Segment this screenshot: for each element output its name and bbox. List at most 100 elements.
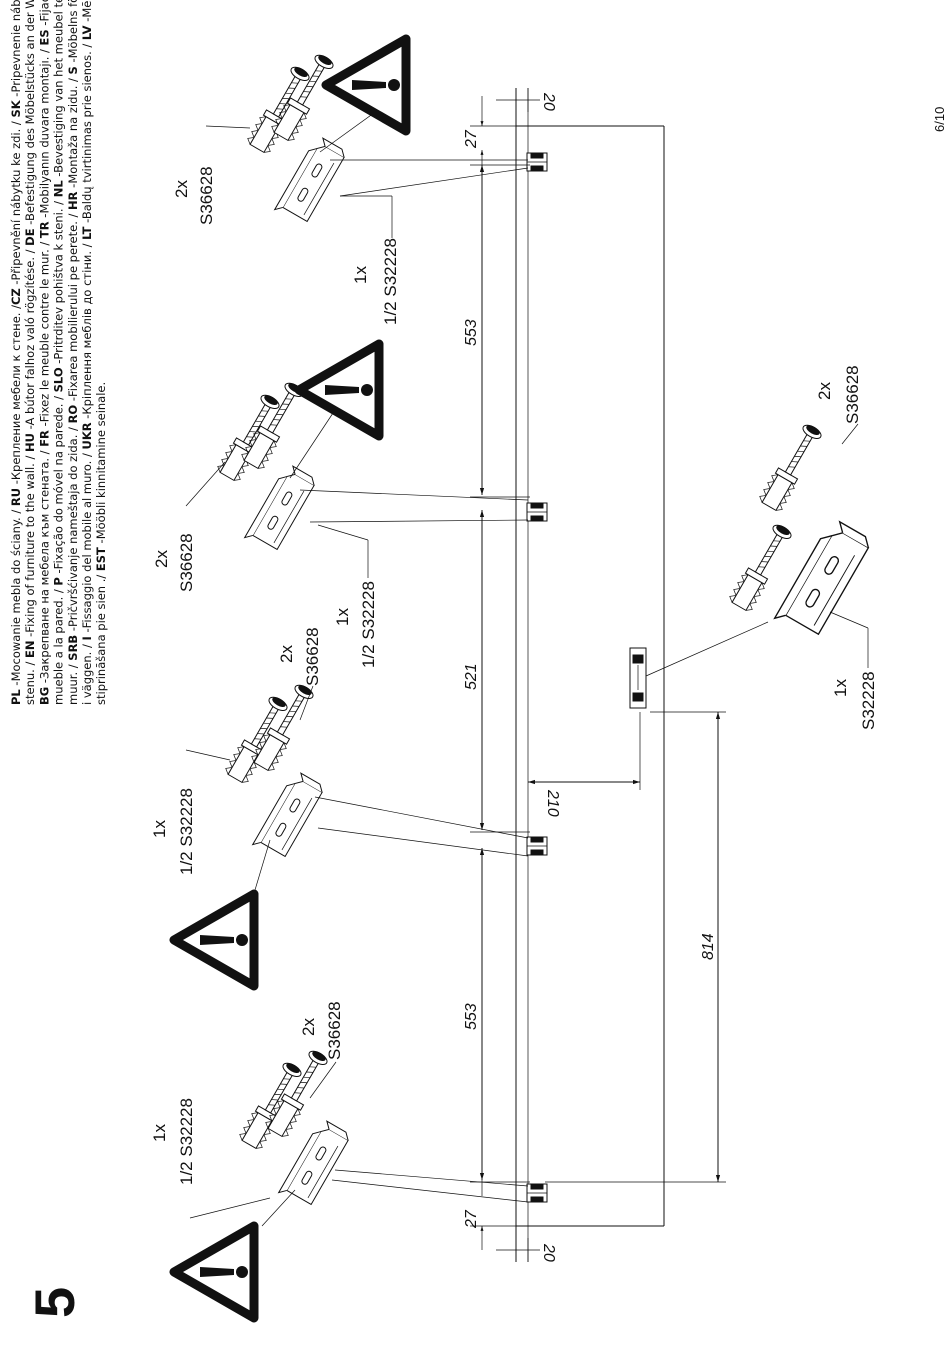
language-code: TR (37, 221, 51, 238)
instruction-text: -Pričvršćivanje nameštaja do zida. / (66, 423, 80, 634)
b1-dowel-code: S36628 (197, 166, 216, 225)
instruction-text: mueble a la pared. / (52, 586, 66, 705)
instruction-text: -Mobilyanın duvara montajı. / (37, 45, 51, 221)
instruction-text: -Bevestiging van het meubel tegen de (52, 0, 66, 180)
instruction-text: -Fixing of furniture to the wall. / (23, 452, 37, 641)
b4-dowel-code: S36628 (325, 1001, 344, 1060)
center-dowel-qty: 2x (815, 382, 834, 400)
step-number: 5 (23, 1287, 86, 1318)
b2-bracket-code: 1/2 S32228 (359, 581, 378, 668)
instruction-line: muur. / SRB -Pričvršćivanje nameštaja do… (66, 0, 80, 705)
instruction-text: -Закрепване на мебела към стената. / (37, 447, 51, 687)
instruction-line: stenu. / EN -Fixing of furniture to the … (23, 0, 37, 705)
page-number: 6/10 (932, 107, 947, 132)
language-code: PL (9, 689, 23, 705)
instruction-text: -Fixação do móvel na parede. / (52, 392, 66, 577)
center-dowel-code: S36628 (843, 365, 862, 424)
bracket-assembly-4 (189, 1046, 529, 1227)
instruction-text: -Pripevnenie nábytku na (9, 0, 23, 100)
language-code: NL (52, 180, 66, 198)
cabinet-bracket-top (526, 152, 548, 172)
warning-icon-1 (326, 39, 406, 131)
instruction-text: -Befestigung des Möbelstücks an der Wand… (23, 0, 37, 228)
bracket-assembly-3 (185, 680, 529, 891)
instruction-text: i väggen. / (80, 640, 94, 705)
language-code: LT (80, 226, 94, 239)
instruction-text: -Mēbeļa (80, 0, 94, 25)
dim-814: 814 (700, 933, 717, 960)
instruction-text: stiprināšana pie sien ./ (94, 571, 108, 705)
language-code: FR (37, 430, 51, 447)
b1-bracket-code: 1/2 S32228 (381, 238, 400, 325)
language-code: SK (9, 99, 23, 117)
instruction-line: BG -Закрепване на мебела към стената. / … (37, 0, 51, 705)
language-code: HR (66, 191, 80, 210)
dim-27-top: 27 (463, 129, 480, 149)
b1-dowel-qty: 2x (172, 180, 191, 198)
instruction-text: -Fixez le meuble contre le mur. / (37, 238, 51, 430)
language-code: UKR (80, 422, 94, 449)
instruction-text: -Připevnění nábytku ke zdi. / (9, 118, 23, 289)
warning-icon-2 (299, 344, 379, 436)
instruction-text: -Montaža na zidu. / (66, 74, 80, 191)
dim-210: 210 (544, 789, 561, 817)
warning-icon-3 (174, 894, 254, 986)
b3-bracket-qty: 1x (150, 820, 169, 838)
dim-553-top: 553 (463, 319, 480, 346)
instruction-line: stiprināšana pie sien ./ EST -Mööbli kin… (94, 382, 108, 705)
warning-icon-4 (174, 1226, 254, 1318)
b4-bracket-qty: 1x (150, 1124, 169, 1142)
cabinet-bracket-2 (526, 502, 548, 522)
instruction-text: stenu. / (23, 658, 37, 705)
b3-bracket-code: 1/2 S32228 (177, 788, 196, 875)
b1-bracket-qty: 1x (351, 266, 370, 284)
instruction-text: -Fixarea mobilierului pe perete. / (66, 210, 80, 405)
dim-20-bottom: 20 (540, 1243, 557, 1262)
language-code: HU (23, 433, 37, 452)
b2-dowel-qty: 2x (152, 550, 171, 568)
dim-553-bottom: 553 (463, 1003, 480, 1030)
b2-bracket-qty: 1x (333, 608, 352, 626)
instruction-text: -Fissaggio del mobile al muro. / (80, 449, 94, 636)
instruction-line: PL -Mocowanie mebla do ściany. / RU -Кре… (9, 0, 23, 705)
language-code: S (66, 66, 80, 74)
b2-dowel-code: S36628 (177, 533, 196, 592)
language-code: ES (37, 29, 51, 45)
center-bracket-assembly (645, 420, 874, 677)
b4-bracket-code: 1/2 S32228 (177, 1098, 196, 1185)
instruction-text: -Pritrditev pohištva k steni. / (52, 197, 66, 367)
center-bracket-code: S32228 (859, 671, 878, 730)
instruction-text: -A bútor falhoz való rögzítése. / (23, 246, 37, 433)
dimension-lines (470, 88, 726, 1262)
language-code: LV (80, 25, 94, 40)
language-code: SLO (52, 367, 66, 392)
instruction-text: -Mööbli kinnitamine seinale. (94, 382, 108, 547)
dim-27-bottom: 27 (463, 1209, 480, 1229)
instruction-line: i väggen. / I -Fissaggio del mobile al m… (80, 0, 94, 705)
language-code: RU (9, 488, 23, 506)
cabinet-bracket-bottom (526, 1183, 548, 1203)
instruction-text: -Möbelns förankring (66, 0, 80, 66)
instruction-text: -Fijación del (37, 0, 51, 29)
language-code: RO (66, 405, 80, 424)
language-code: P (52, 577, 66, 585)
instruction-text: muur. / (66, 661, 80, 705)
language-code: BG (37, 687, 51, 705)
center-bracket-qty: 1x (831, 679, 850, 697)
instruction-text: -Baldų tvirtinimas prie sienos. / (80, 40, 94, 226)
instruction-text: -Mocowanie mebla do ściany. / (9, 506, 23, 689)
bracket-assembly-2 (185, 378, 529, 578)
instruction-text: -Крепление мебели к стене. / (9, 305, 23, 488)
language-code: CZ (9, 288, 23, 305)
cabinet-outline (515, 88, 665, 1262)
language-code: EN (23, 641, 37, 658)
instruction-text: -Кріплення меблів до стіни. / (80, 240, 94, 423)
multilingual-instructions: PL -Mocowanie mebla do ściany. / RU -Кре… (9, 0, 108, 705)
dim-20-top: 20 (540, 92, 557, 111)
language-code: EST (94, 547, 108, 571)
center-bracket (629, 647, 647, 709)
part-labels: 2x S36628 1x 1/2 S32228 2x S36628 1x 1/2… (150, 166, 878, 1185)
language-code: I (80, 636, 94, 640)
